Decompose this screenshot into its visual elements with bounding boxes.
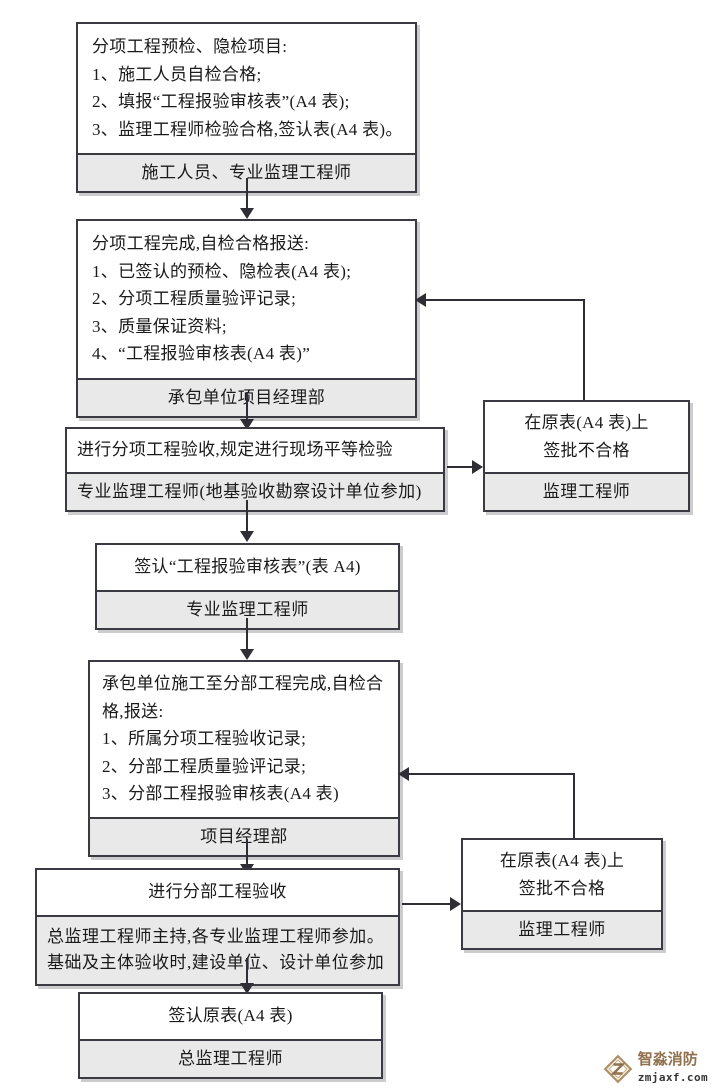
connector-4-vertical (583, 299, 585, 400)
flow-node-7-role: 总监理工程师 (80, 1038, 381, 1077)
flow-node-1-body: 分项工程预检、隐检项目: 1、施工人员自检合格; 2、填报“工程报验审核表”(A… (78, 24, 415, 154)
flow-node-3-role: 专业监理工程师(地基验收勘察设计单位参加) (67, 471, 443, 510)
flow-node-5-line-1: 格,报送: (102, 701, 164, 721)
watermark: 智淼消防 zmjaxf.com (603, 1052, 708, 1086)
flow-node-2-body: 分项工程完成,自检合格报送: 1、已签认的预检、隐检表(A4 表); 2、分项工… (78, 221, 415, 378)
flow-node-2-line-0: 分项工程完成,自检合格报送: (92, 234, 310, 253)
connector-3-arrowhead (472, 460, 483, 474)
connector-5-arrowhead (240, 531, 254, 542)
connector-4-arrowhead (415, 293, 426, 307)
connector-5-stem (246, 500, 248, 533)
flow-node-2: 分项工程完成,自检合格报送: 1、已签认的预检、隐检表(A4 表); 2、分项工… (76, 219, 417, 418)
connector-1-arrowhead (240, 208, 254, 219)
watermark-text: 智淼消防 zmjaxf.com (638, 1052, 708, 1086)
flow-node-7-body: 签认原表(A4 表) (80, 994, 381, 1039)
flow-node-5-line-0: 承包单位施工至分部工程完成,自检合 (102, 674, 384, 693)
reject-node-1-line-1: 签批不合格 (543, 440, 630, 460)
flow-node-5-line-3: 2、分部工程质量验评记录; (102, 756, 307, 776)
connector-2-arrowhead (240, 419, 254, 430)
flow-node-5-role: 项目经理部 (90, 816, 398, 855)
reject-node-1-line-0: 在原表(A4 表)上 (524, 413, 649, 432)
flow-node-2-line-1: 1、已签认的预检、隐检表(A4 表); (92, 261, 352, 281)
watermark-brand: 智淼消防 (637, 1051, 698, 1069)
flow-node-7: 签认原表(A4 表) 总监理工程师 (78, 992, 383, 1079)
flow-node-5-line-4: 3、分部工程报验审核表(A4 表) (102, 784, 339, 804)
flow-node-5: 承包单位施工至分部工程完成,自检合 格,报送: 1、所属分项工程验收记录; 2、… (88, 660, 400, 857)
flow-node-5-line-2: 1、所属分项工程验收记录; (102, 729, 307, 749)
reject-node-2-line-1: 签批不合格 (518, 878, 606, 898)
flow-node-4-line-0: 签认“工程报验审核表”(表 A4) (134, 557, 361, 576)
reject-node-1: 在原表(A4 表)上 签批不合格 监理工程师 (483, 400, 690, 513)
flow-node-3: 进行分项工程验收,规定进行现场平等检验 专业监理工程师(地基验收勘察设计单位参加… (65, 427, 445, 512)
connector-8-horizontal (402, 903, 453, 905)
flow-node-6-body: 进行分部工程验收 (37, 870, 398, 915)
connector-9-vertical (573, 773, 575, 838)
connector-2-stem (246, 392, 248, 421)
flow-node-1-line-3: 3、监理工程师检验合格,签认表(A4 表)。 (92, 119, 403, 139)
flow-node-7-line-0: 签认原表(A4 表) (168, 1006, 293, 1025)
flow-node-4: 签认“工程报验审核表”(表 A4) 专业监理工程师 (95, 543, 400, 630)
flow-node-3-line-0: 进行分项工程验收,规定进行现场平等检验 (77, 440, 393, 459)
flow-node-2-line-2: 2、分项工程质量验评记录; (92, 289, 297, 309)
reject-node-2-role: 监理工程师 (463, 910, 661, 949)
reject-node-2-line-0: 在原表(A4 表)上 (499, 851, 625, 870)
flow-node-6-role: 总监理工程师主持,各专业监理工程师参加。基础及主体验收时,建设单位、设计单位参加 (37, 914, 398, 985)
flow-node-5-body: 承包单位施工至分部工程完成,自检合 格,报送: 1、所属分项工程验收记录; 2、… (90, 662, 398, 817)
flow-node-2-line-3: 3、质量保证资料; (92, 316, 227, 336)
connector-4-horizontal (425, 299, 585, 301)
connector-10-arrowhead (240, 983, 254, 994)
connector-6-stem (246, 618, 248, 651)
flow-node-1-line-2: 2、填报“工程报验审核表”(A4 表); (92, 92, 350, 112)
flow-node-4-body: 签认“工程报验审核表”(表 A4) (97, 545, 398, 590)
flow-node-6-line-0: 进行分部工程验收 (148, 882, 287, 901)
flow-node-3-body: 进行分项工程验收,规定进行现场平等检验 (67, 429, 443, 472)
brand-logo-icon (603, 1054, 633, 1084)
flow-node-1: 分项工程预检、隐检项目: 1、施工人员自检合格; 2、填报“工程报验审核表”(A… (76, 22, 417, 194)
flow-node-1-line-1: 1、施工人员自检合格; (92, 64, 262, 84)
connector-8-arrowhead (450, 897, 461, 911)
flow-node-6: 进行分部工程验收 总监理工程师主持,各专业监理工程师参加。基础及主体验收时,建设… (35, 868, 400, 987)
connector-6-arrowhead (240, 649, 254, 660)
flow-node-1-line-0: 分项工程预检、隐检项目: (92, 37, 288, 56)
flow-node-2-line-4: 4、“工程报验审核表(A4 表)” (92, 344, 311, 364)
reject-node-2: 在原表(A4 表)上 签批不合格 监理工程师 (461, 838, 663, 951)
reject-node-1-body: 在原表(A4 表)上 签批不合格 (485, 402, 688, 473)
connector-1-stem (246, 178, 248, 210)
connector-9-arrowhead (398, 767, 409, 781)
watermark-url: zmjaxf.com (637, 1071, 708, 1085)
connector-9-horizontal (408, 773, 575, 775)
connector-3-horizontal (447, 466, 476, 468)
connector-10-stem (246, 958, 248, 985)
reject-node-2-body: 在原表(A4 表)上 签批不合格 (463, 840, 661, 911)
connector-7-stem (246, 839, 248, 866)
reject-node-1-role: 监理工程师 (485, 472, 688, 511)
